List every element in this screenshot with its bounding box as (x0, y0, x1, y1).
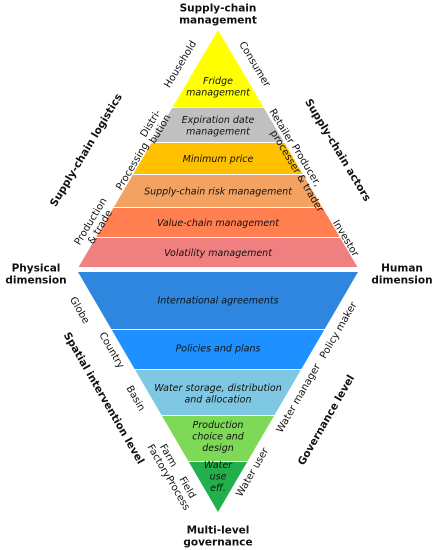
lower-band-4 (162, 416, 274, 461)
upper-band-4 (113, 175, 323, 207)
upper-band-label-6: Volatility management (164, 248, 273, 259)
lower-left-label-1: Globe (67, 295, 91, 326)
upper-band-1 (172, 30, 264, 107)
lower-band-3 (135, 370, 301, 415)
upper-band-6 (78, 238, 358, 267)
lower-band-2 (111, 330, 325, 369)
upper-band-label-4: Supply-chain risk management (144, 187, 293, 198)
upper-band-label-5: Value-chain management (157, 218, 280, 229)
upper-band-5 (96, 208, 340, 237)
lower-band-1 (78, 272, 358, 329)
upper-band-2 (152, 108, 284, 142)
lower-band-label-2: Policies and plans (176, 344, 261, 355)
lower-left-label-3: Basin (124, 384, 147, 413)
side-title-upper-left: Supply-chain logistics (48, 92, 125, 209)
lower-band-label-1: International agreements (157, 296, 278, 307)
lower-left-label-5: FieldProcess (163, 469, 201, 513)
lower-left-label-4: FarmFactory (144, 437, 181, 480)
lower-band-5 (188, 462, 248, 512)
upper-band-label-3: Minimum price (183, 154, 254, 165)
upper-band-3 (133, 143, 303, 174)
